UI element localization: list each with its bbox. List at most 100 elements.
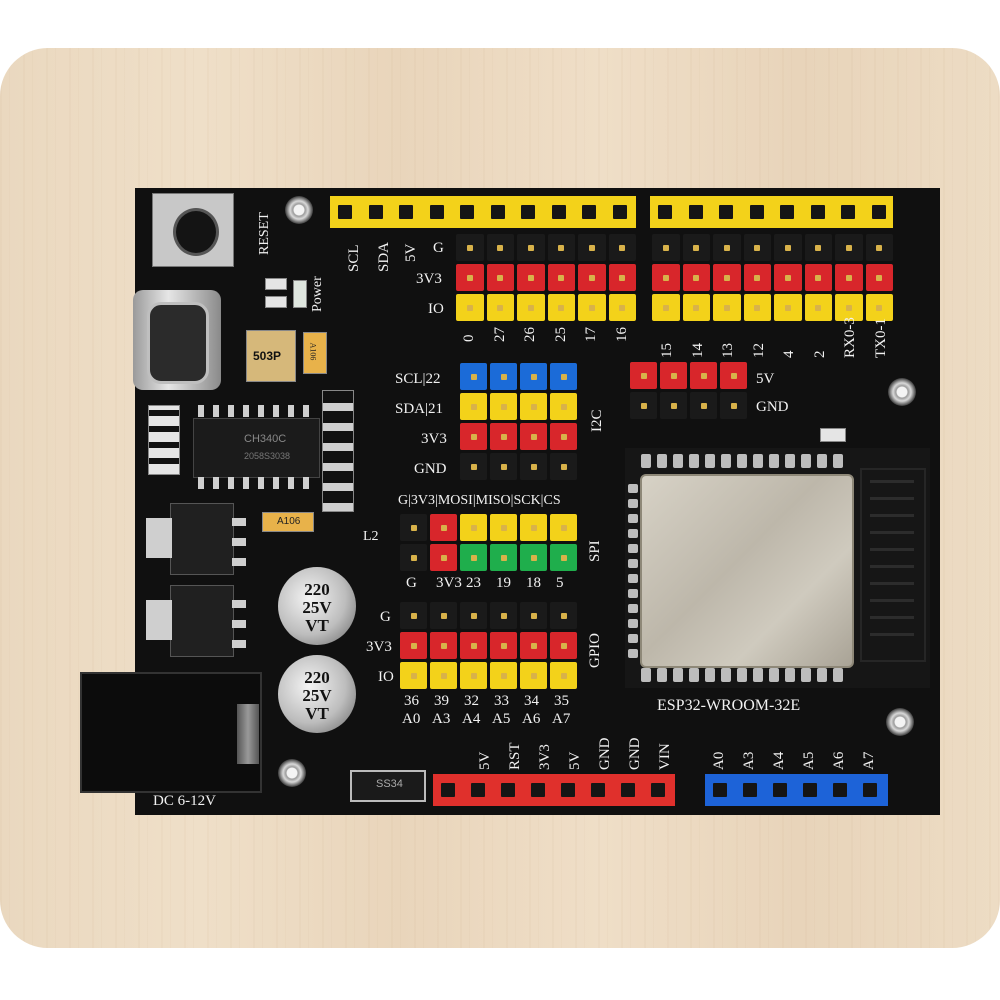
tantalum-cap-1: A106 [303, 332, 327, 374]
top-left-male-pin [578, 264, 606, 291]
gpio-pin [430, 632, 457, 659]
dc-label: DC 6-12V [153, 793, 216, 809]
sda-side-label: SDA [376, 241, 392, 272]
spi-pin [550, 514, 577, 541]
cap2-value: 220 [304, 668, 330, 687]
bottom-red-socket [471, 783, 485, 797]
electrolytic-capacitor-1: 220 25V VT [278, 567, 356, 645]
top-left-male-pin [608, 294, 636, 321]
power-pin [630, 392, 657, 419]
diode-label: SS34 [376, 778, 403, 790]
gpio-pin [490, 632, 517, 659]
top-right-male-pin [743, 234, 771, 261]
top-right-male-pin [713, 294, 741, 321]
tantalum-cap-2: A106 [262, 512, 314, 532]
gpio-pin-number: 36 [404, 693, 419, 709]
top-left-socket [551, 205, 566, 219]
power-pin [630, 362, 657, 389]
bottom-red-socket [651, 783, 665, 797]
top-right-male-pin [713, 234, 741, 261]
usb-c-port[interactable] [133, 290, 221, 390]
module-pad-left [628, 499, 638, 508]
chip-sub-label: 2058S3038 [244, 451, 291, 461]
module-pad-top [737, 454, 747, 468]
top-left-socket [429, 205, 444, 219]
gpio-pin [400, 632, 427, 659]
top-left-male-pin [517, 234, 545, 261]
module-pad-bottom [721, 668, 731, 682]
spi-pin [460, 544, 487, 571]
i2c-pin [460, 363, 487, 390]
bottom-red-socket [561, 783, 575, 797]
top-pin-label: 14 [689, 343, 706, 358]
module-pad-top [641, 454, 651, 468]
spi-pin [430, 544, 457, 571]
module-pad-top [833, 454, 843, 468]
gpio-pin [460, 602, 487, 629]
top-right-male-pin [743, 264, 771, 291]
top-right-male-pin [774, 234, 802, 261]
spi-bottom-label: G [406, 575, 417, 591]
bottom-red-socket [531, 783, 545, 797]
top-right-socket [871, 205, 886, 219]
module-pad-bottom [801, 668, 811, 682]
fuse: 503P [246, 330, 296, 382]
gpio-pin [400, 602, 427, 629]
spi-pin [520, 544, 547, 571]
gpio-pin [400, 662, 427, 689]
top-pin-label: TX0-1 [872, 318, 889, 358]
reset-label: RESET [257, 212, 272, 255]
top-left-male-pin [608, 264, 636, 291]
top-right-male-pin [804, 294, 832, 321]
gpio-row-label-g: G [380, 609, 391, 625]
module-pad-bottom [657, 668, 667, 682]
top-pin-label: 15 [659, 343, 675, 358]
top-left-male-pin [486, 234, 514, 261]
gpio-title: GPIO [587, 632, 603, 668]
top-left-male-pin [517, 264, 545, 291]
top-left-male-pin [547, 264, 575, 291]
bottom-blue-socket [833, 783, 847, 797]
ch340c-usb-serial-chip: CH340C 2058S3038 [193, 418, 320, 478]
top-right-socket [841, 205, 855, 219]
module-pad-top [721, 454, 731, 468]
top-pin-label: RX0-3 [842, 317, 858, 358]
power-pin [660, 392, 687, 419]
chip-label: CH340C [244, 433, 287, 445]
module-pad-bottom [833, 668, 843, 682]
top-left-socket [338, 205, 352, 219]
i2c-row-sda: SDA|21 [395, 401, 444, 417]
top-row-label-3v3: 3V3 [416, 271, 442, 287]
bottom-blue-socket [713, 783, 727, 797]
top-right-male-pin [682, 234, 710, 261]
top-right-male-pin [804, 264, 832, 291]
smd-resistor-2 [265, 296, 287, 308]
inductor-label: L2 [363, 529, 379, 544]
module-pad-left [628, 619, 638, 628]
reset-button[interactable] [152, 193, 234, 267]
top-left-male-pin [578, 234, 606, 261]
module-pad-left [628, 484, 638, 493]
top-pin-label: 27 [491, 327, 508, 342]
module-pad-left [628, 514, 638, 523]
gpio-pin [460, 662, 487, 689]
bottom-red-socket [591, 783, 605, 797]
gpio-pin-number: 34 [524, 693, 539, 709]
gpio-analog-label: A0 [402, 711, 421, 727]
module-pad-left [628, 529, 638, 538]
spi-bottom-label: 3V3 [436, 575, 462, 591]
top-right-male-pin [835, 294, 863, 321]
bottom-blue-socket [773, 783, 787, 797]
i2c-pin [460, 393, 487, 420]
top-left-socket [399, 205, 413, 219]
dc-power-jack[interactable] [80, 672, 262, 793]
smd-group-right [322, 390, 354, 512]
top-pin-label: 4 [781, 350, 797, 359]
top-pin-label: 2 [811, 350, 828, 359]
top-right-male-pin [865, 294, 893, 321]
bottom-red-socket [501, 783, 515, 797]
regulator-2-tab [146, 600, 172, 640]
bottom-analog-header [705, 774, 888, 806]
module-pad-left [628, 589, 638, 598]
bottom-blue-socket [743, 783, 757, 797]
